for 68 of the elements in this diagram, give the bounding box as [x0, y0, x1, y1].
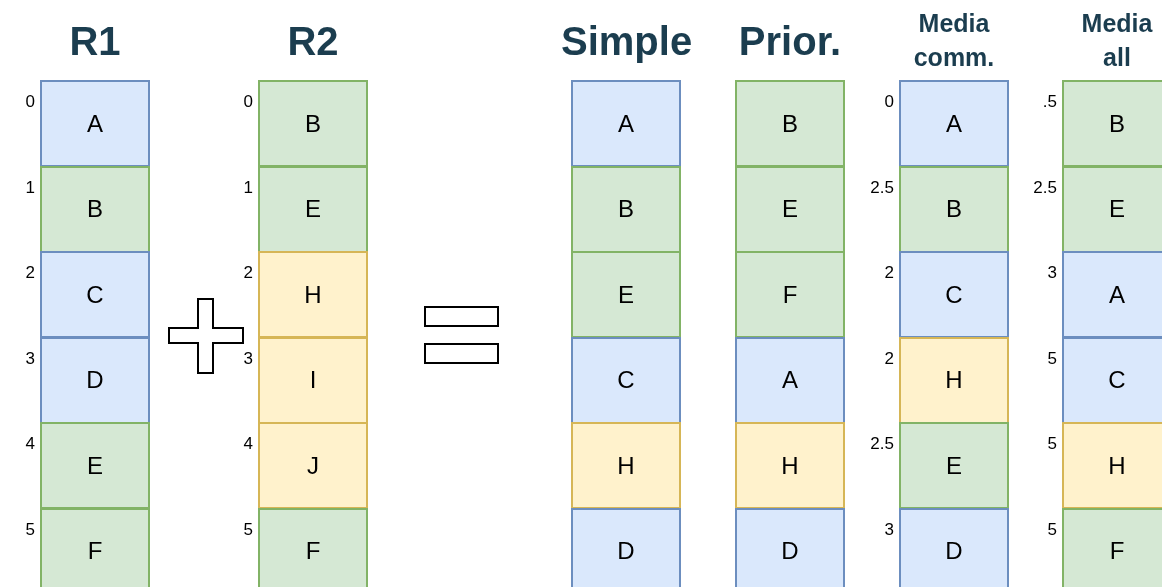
rank-cell: E: [735, 165, 845, 253]
rank-cell: B: [899, 165, 1009, 253]
rank-cell: E: [40, 422, 150, 509]
rank-score: 5: [1046, 519, 1057, 540]
rank-cell: A: [735, 336, 845, 424]
rank-score: 3: [24, 348, 35, 369]
column-title: Media comm.: [912, 8, 996, 73]
rank-cell: I: [258, 336, 368, 424]
rank-cell: D: [899, 507, 1009, 587]
rank-cell: C: [1062, 336, 1162, 424]
rank-score: 2: [883, 348, 894, 369]
rank-score: 2: [242, 263, 253, 283]
rank-score: 1: [242, 177, 253, 198]
rank-cell: E: [1062, 165, 1162, 253]
rank-cell: C: [40, 251, 150, 338]
rank-cell: D: [735, 507, 845, 587]
rank-cell: E: [899, 422, 1009, 509]
rank-score: 5: [1046, 434, 1057, 454]
rank-cell: B: [258, 80, 368, 167]
rank-score: 0: [24, 92, 35, 112]
rank-score: 4: [242, 434, 253, 454]
rank-cell: F: [40, 507, 150, 587]
rank-cell: H: [735, 422, 845, 509]
rank-score: 2.5: [869, 177, 894, 198]
equals-sign: [424, 306, 500, 364]
rank-cell: H: [258, 251, 368, 338]
rank-score: 4: [24, 434, 35, 454]
rank-cell: E: [571, 251, 681, 338]
rank-score: 2: [24, 263, 35, 283]
rank-cell: D: [40, 336, 150, 424]
rank-cell: C: [571, 336, 681, 424]
rank-cell: E: [258, 165, 368, 253]
rank-cell: B: [40, 165, 150, 253]
rank-score: 5: [1046, 348, 1057, 369]
rank-score: 5: [24, 519, 35, 540]
rank-cell: H: [1062, 422, 1162, 509]
rank-score: 3: [242, 348, 253, 369]
rank-cell: A: [571, 80, 681, 167]
rank-score: 0: [883, 92, 894, 112]
plus-sign: [168, 298, 244, 374]
rank-cell: B: [571, 165, 681, 253]
rank-cell: F: [735, 251, 845, 338]
rank-cell: D: [571, 507, 681, 587]
column-title: R1: [68, 18, 122, 64]
rank-score: 3: [883, 519, 894, 540]
rank-cell: J: [258, 422, 368, 509]
column-title: Prior.: [737, 18, 843, 64]
rank-score: 2.5: [869, 434, 894, 454]
rank-cell: A: [1062, 251, 1162, 338]
rank-cell: C: [899, 251, 1009, 338]
rank-cell: A: [40, 80, 150, 167]
column-title: Simple: [561, 18, 691, 64]
rank-score: 0: [242, 92, 253, 112]
rank-score: 5: [242, 519, 253, 540]
rank-score: 2.5: [1032, 177, 1057, 198]
rank-cell: B: [1062, 80, 1162, 167]
rank-cell: B: [735, 80, 845, 167]
rank-score: .5: [1041, 92, 1057, 112]
rank-score: 1: [24, 177, 35, 198]
column-title: R2: [286, 18, 340, 64]
rank-cell: H: [571, 422, 681, 509]
rank-cell: F: [1062, 507, 1162, 587]
rank-cell: F: [258, 507, 368, 587]
column-title: Media all: [1080, 8, 1154, 73]
rank-cell: H: [899, 336, 1009, 424]
rank-score: 2: [883, 263, 894, 283]
rank-cell: A: [899, 80, 1009, 167]
rank-score: 3: [1046, 263, 1057, 283]
